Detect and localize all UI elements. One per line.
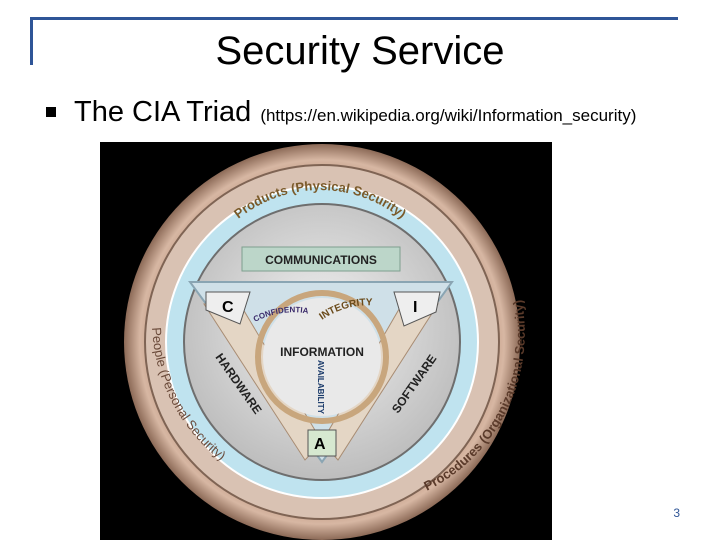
- slide-title: Security Service: [215, 29, 505, 73]
- reference-link[interactable]: (https://en.wikipedia.org/wiki/Informati…: [260, 106, 637, 125]
- information-label: INFORMATION: [280, 345, 364, 359]
- cia-triad-diagram: Products (Physical Security) People (Per…: [100, 142, 552, 540]
- availability-label: AVAILABILITY: [316, 360, 325, 415]
- bullet-text: The CIA Triad: [74, 96, 252, 128]
- information-ring: [255, 290, 389, 424]
- a-box: [307, 429, 337, 457]
- bullet-item: The CIA Triad (https://en.wikipedia.org/…: [46, 96, 636, 136]
- i-box: [393, 291, 441, 327]
- letter-c: C: [222, 299, 234, 316]
- page-number: 3: [673, 506, 680, 520]
- square-bullet-icon: [46, 107, 56, 117]
- letter-i: I: [413, 299, 417, 316]
- letter-a: A: [314, 436, 326, 453]
- information-disc: [263, 298, 381, 416]
- c-box: [205, 291, 251, 325]
- communications-label: COMMUNICATIONS: [265, 253, 377, 267]
- title-rule-top: [30, 17, 678, 20]
- communications-box: [241, 246, 401, 272]
- title-rule-left: [30, 17, 33, 65]
- cia-triad-svg: Products (Physical Security) People (Per…: [100, 142, 528, 540]
